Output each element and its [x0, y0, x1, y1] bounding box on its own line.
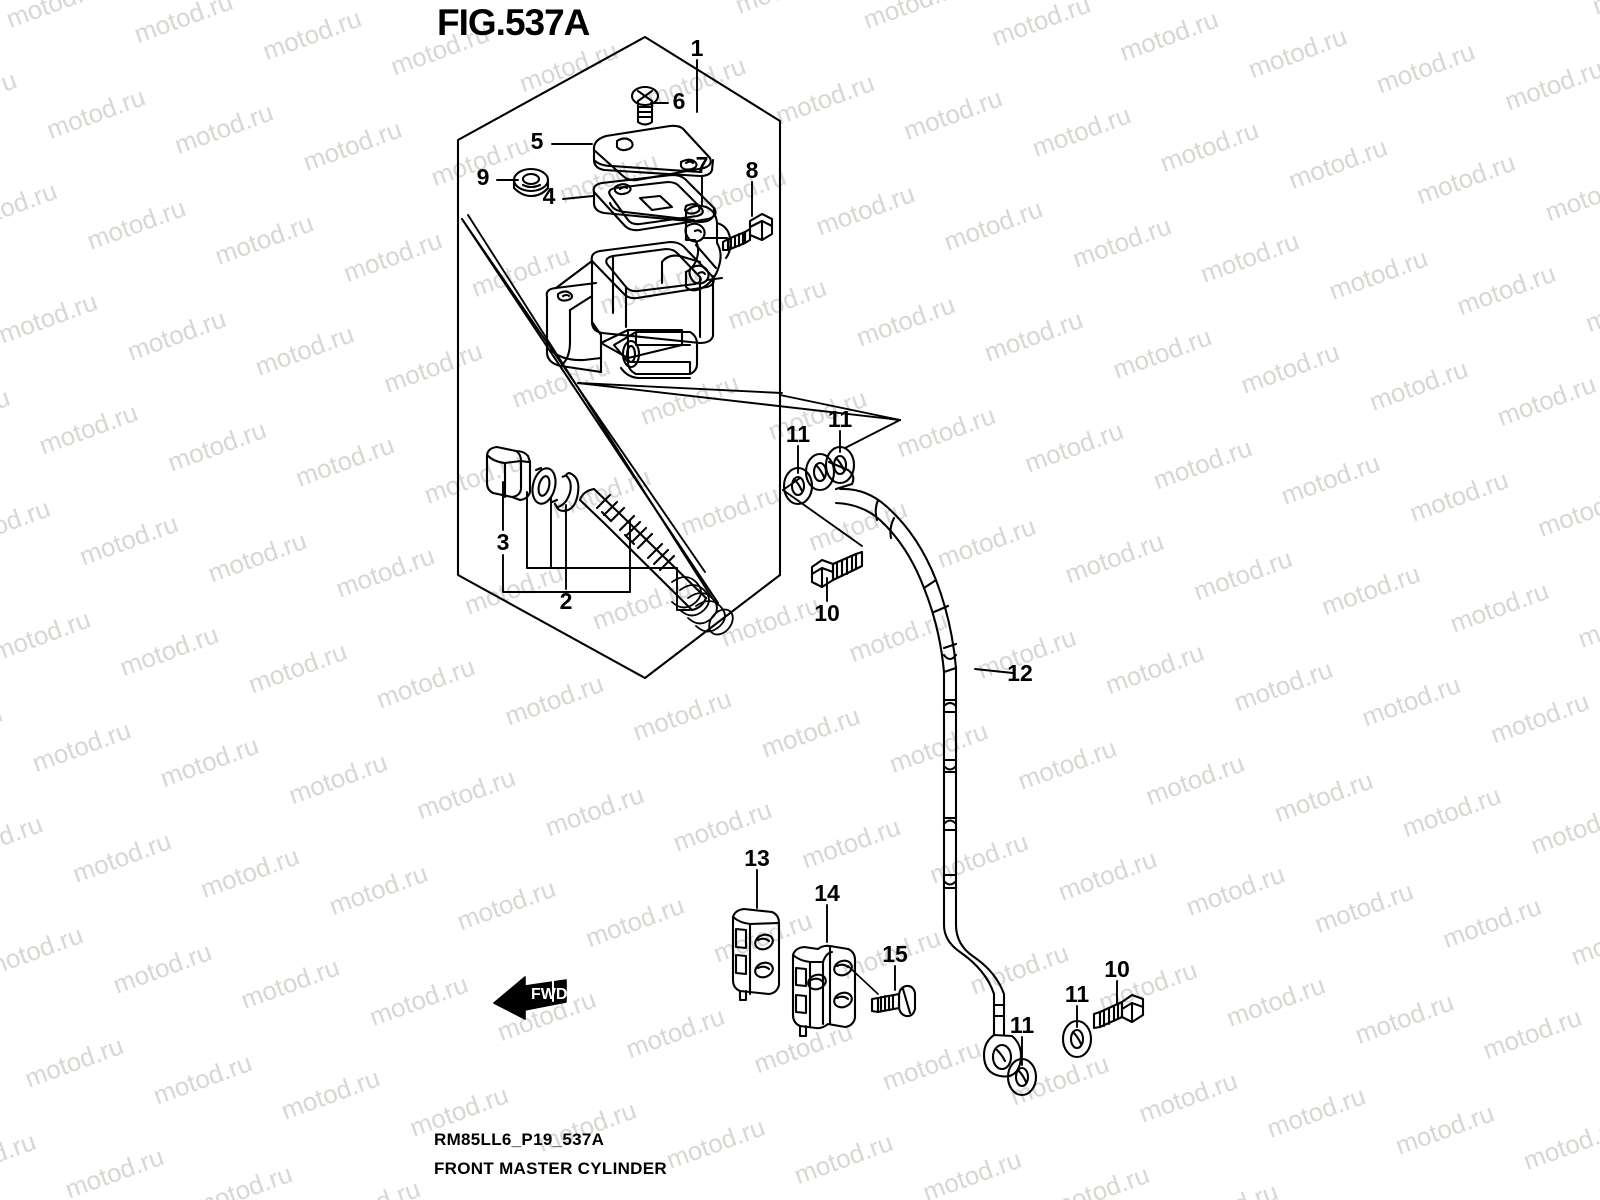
- hose-upper-banjo: [804, 452, 855, 492]
- part-15-bracket-screw: [870, 984, 917, 1018]
- callout-number-group: 1 6 5 9 4 7 8 3 2 11 11 10 12 13 14 15 11 11 10: [477, 35, 1130, 1038]
- callout-6-reservoir-cap-screw: 6: [673, 88, 686, 114]
- part-14-hose-clamp-bracket: [791, 944, 879, 1038]
- leader-lines: [496, 59, 1118, 1066]
- callout-5-reservoir-cap: 5: [531, 128, 544, 154]
- figure-code: RM85LL6_P19_537A: [434, 1130, 605, 1149]
- part-1-master-cylinder-body: [545, 240, 718, 380]
- figure-name: FRONT MASTER CYLINDER: [434, 1159, 667, 1178]
- callout-2-piston-seal-kit: 2: [560, 588, 573, 614]
- callout-8-clamp-bolt: 8: [746, 157, 759, 183]
- callout-14-hose-clamp-bracket: 14: [814, 880, 840, 906]
- part-8-clamp-bolt: [721, 212, 774, 252]
- part-6-screw: [630, 85, 660, 126]
- callout-3-piston-dust-boot: 3: [497, 529, 510, 555]
- callout-9-o-ring: 9: [477, 164, 490, 190]
- callout-7-handlebar-clamp-holder: 7: [696, 152, 709, 178]
- part-4-diaphragm: [592, 173, 717, 232]
- part-12-brake-hose: [834, 487, 1023, 1078]
- callout-12-brake-hose: 12: [1007, 660, 1033, 686]
- callout-13-hose-guide-bracket: 13: [744, 845, 770, 871]
- callout-10-banjo-bolt-upper: 10: [814, 600, 840, 626]
- callout-11-banjo-washer-lower-1: 11: [1010, 1012, 1035, 1038]
- callout-15-bracket-screw: 15: [882, 941, 908, 967]
- callout-10-banjo-bolt-lower: 10: [1104, 956, 1130, 982]
- part-10-banjo-bolt-upper: [810, 550, 864, 589]
- callout-11-banjo-washer-lower-2: 11: [1065, 981, 1090, 1007]
- part-13-hose-guide-bracket: [731, 907, 781, 1002]
- fwd-label: FWD: [531, 986, 567, 1003]
- callout-1-master-cylinder-assembly: 1: [691, 35, 704, 61]
- figure-title: FIG.537A: [437, 2, 590, 43]
- callout-4-reservoir-diaphragm: 4: [543, 183, 556, 209]
- callout-11-banjo-washer-upper-1: 11: [786, 421, 811, 447]
- part-3-dust-boot: [485, 445, 532, 502]
- callout-11-banjo-washer-upper-2: 11: [828, 406, 853, 432]
- part-10-banjo-bolt-lower: [1092, 993, 1145, 1030]
